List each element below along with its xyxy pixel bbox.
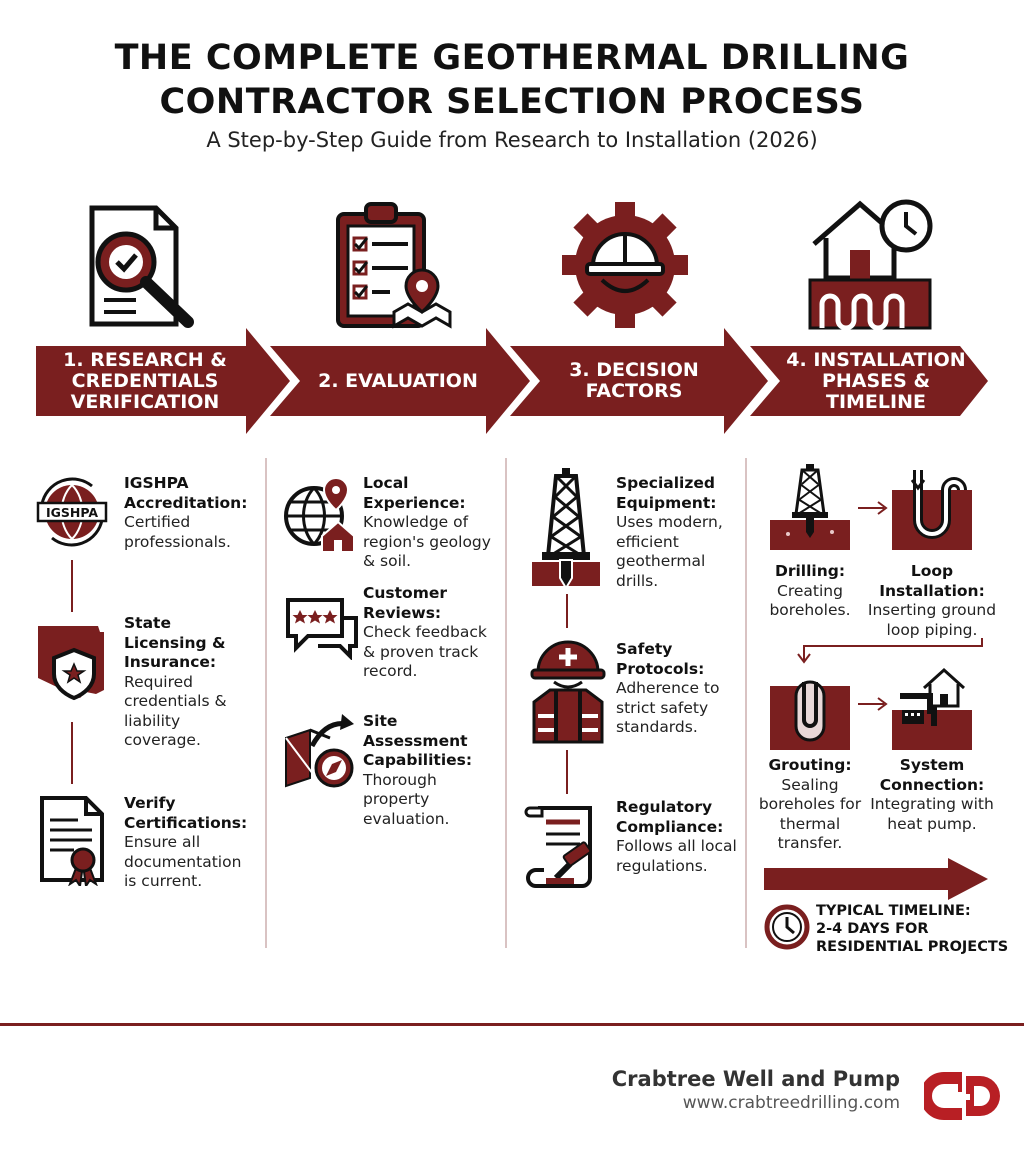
step4-label: 4. INSTALLATION PHASES & TIMELINE	[778, 328, 974, 434]
step2-label-line1: 2. EVALUATION	[318, 369, 478, 392]
step1-label: 1. RESEARCH & CREDENTIALS VERIFICATION	[40, 328, 250, 434]
col1-item-1: IGSHPA Accreditation: Certified professi…	[124, 474, 254, 552]
col3-item-3-desc: Follows all local regulations.	[616, 837, 737, 875]
phase-connector-arrow	[797, 638, 983, 664]
step3-label: 3. DECISION FACTORS	[536, 328, 732, 434]
col2-item-2-title: Customer Reviews:	[363, 584, 448, 622]
step1-label-line1: 1. RESEARCH &	[63, 348, 227, 371]
brand-block: Crabtree Well and Pump www.crabtreedrill…	[612, 1067, 900, 1113]
phase-arrow-2	[858, 697, 888, 711]
review-bubbles-icon	[282, 594, 362, 660]
col2-item-3-desc: Thorough property evaluation.	[363, 770, 450, 828]
timeline-arrow	[764, 858, 988, 900]
crabtree-logo-icon	[924, 1072, 1002, 1120]
phase-3-title: Grouting:	[768, 756, 852, 774]
col2-item-3: Site Assessment Capabilities: Thorough p…	[363, 712, 503, 829]
column-divider-2	[505, 458, 507, 948]
col2-item-1-desc: Knowledge of region's geology & soil.	[363, 513, 491, 570]
col1-connector-1	[71, 560, 73, 612]
timeline-line3: RESIDENTIAL PROJECTS	[816, 939, 1009, 955]
map-compass-icon	[282, 712, 358, 790]
col2-item-2: Customer Reviews: Check feedback & prove…	[363, 584, 503, 682]
hardhat-gear-icon	[560, 200, 690, 330]
phase-4: System Connection: Integrating with heat…	[870, 756, 994, 834]
col1-connector-2	[71, 722, 73, 784]
safety-worker-icon	[530, 636, 606, 744]
step3-arrow	[510, 328, 768, 434]
step4-label-line3: TIMELINE	[826, 390, 926, 413]
col1-item-2-desc: Required credentials & liability coverag…	[124, 672, 227, 750]
col1-item-1-title: IGSHPA Accreditation:	[124, 474, 248, 512]
col3-item-2: Safety Protocols: Adherence to strict sa…	[616, 640, 746, 738]
col1-item-3: Verify Certifications: Ensure all docume…	[124, 794, 254, 892]
col3-item-3-title: Regulatory Compliance:	[616, 798, 724, 836]
col3-item-1-title: Specialized Equipment:	[616, 474, 717, 512]
brand-name: Crabtree Well and Pump	[611, 1067, 900, 1091]
phase-3-desc: Sealing boreholes for thermal transfer.	[758, 775, 862, 853]
phase-4-desc: Integrating with heat pump.	[870, 795, 994, 833]
loop-icon	[890, 462, 974, 552]
brand-url[interactable]: www.crabtreedrilling.com	[682, 1093, 900, 1113]
col2-item-2-desc: Check feedback & proven track record.	[363, 623, 487, 680]
col2-item-3-title: Site Assessment Capabilities:	[363, 712, 473, 769]
step4-label-line2: PHASES &	[821, 369, 931, 392]
step2-label: 2. EVALUATION	[300, 328, 496, 434]
col3-connector-2	[566, 750, 568, 794]
igshpa-globe-icon: IGSHPA	[34, 474, 110, 550]
col3-item-1-desc: Uses modern, efficient geothermal drills…	[616, 513, 723, 590]
timeline-text: TYPICAL TIMELINE: 2-4 DAYS FOR RESIDENTI…	[816, 902, 1008, 956]
certificate-icon	[38, 794, 108, 886]
page-title-line1: THE COMPLETE GEOTHERMAL DRILLING	[114, 38, 910, 78]
col1-item-3-title: Verify Certifications:	[124, 794, 248, 832]
col3-item-2-desc: Adherence to strict safety standards.	[616, 679, 720, 736]
phase-arrow-1	[858, 501, 888, 515]
clock-icon	[764, 904, 810, 950]
grouting-icon	[768, 680, 852, 752]
step1-label-line2: CREDENTIALS	[71, 369, 219, 392]
col1-item-2: State Licensing & Insurance: Required cr…	[124, 614, 254, 751]
col3-item-3: Regulatory Compliance: Follows all local…	[616, 798, 746, 876]
column-divider-1	[265, 458, 267, 948]
step4-arrow	[750, 346, 988, 416]
phase-2: Loop Installation: Inserting ground loop…	[862, 562, 1002, 640]
page-title-line2: CONTRACTOR SELECTION PROCESS	[159, 82, 865, 122]
scroll-gavel-icon	[524, 800, 606, 888]
phase-4-title: System Connection:	[879, 756, 985, 794]
drilling-icon	[768, 462, 852, 552]
phase-1-desc: Creating boreholes.	[769, 581, 851, 620]
timeline-line1: TYPICAL TIMELINE:	[816, 903, 971, 919]
step1-label-line3: VERIFICATION	[70, 390, 220, 413]
page-subtitle: A Step-by-Step Guide from Research to In…	[206, 128, 818, 152]
house-loop-clock-icon	[808, 196, 938, 332]
igshpa-icon-text: IGSHPA	[46, 505, 98, 520]
house-connection-icon	[890, 666, 974, 752]
col3-connector-1	[566, 594, 568, 628]
col1-item-1-desc: Certified professionals.	[124, 513, 231, 551]
state-shield-icon	[34, 620, 114, 704]
document-magnifier-icon	[86, 200, 206, 332]
step3-label-line1: 3. DECISION	[569, 359, 699, 381]
phase-2-desc: Inserting ground loop piping.	[867, 601, 997, 639]
clipboard-checklist-icon	[330, 200, 460, 332]
phase-3: Grouting: Sealing boreholes for thermal …	[756, 756, 864, 854]
step-arrow-banner	[36, 328, 988, 434]
phase-1: Drilling: Creating boreholes.	[756, 562, 864, 621]
col1-item-2-title: State Licensing & Insurance:	[124, 614, 226, 671]
footer-divider	[0, 1023, 1024, 1026]
step2-arrow	[270, 328, 530, 434]
step3-label-line2: FACTORS	[585, 380, 683, 402]
phase-2-title: Loop Installation:	[879, 562, 985, 600]
globe-pin-house-icon	[282, 474, 362, 554]
column-divider-3	[745, 458, 747, 948]
col2-item-1-title: Local Experience:	[363, 474, 466, 512]
timeline-line2: 2-4 DAYS FOR	[816, 921, 929, 937]
col3-item-1: Specialized Equipment: Uses modern, effi…	[616, 474, 746, 591]
step1-arrow	[36, 328, 290, 434]
col1-item-3-desc: Ensure all documentation is current.	[124, 833, 242, 890]
phase-1-title: Drilling:	[774, 562, 846, 580]
step4-label-line1: 4. INSTALLATION	[786, 348, 966, 371]
col3-item-2-title: Safety Protocols:	[616, 640, 705, 678]
drill-rig-icon	[528, 466, 604, 590]
col2-item-1: Local Experience: Knowledge of region's …	[363, 474, 503, 572]
